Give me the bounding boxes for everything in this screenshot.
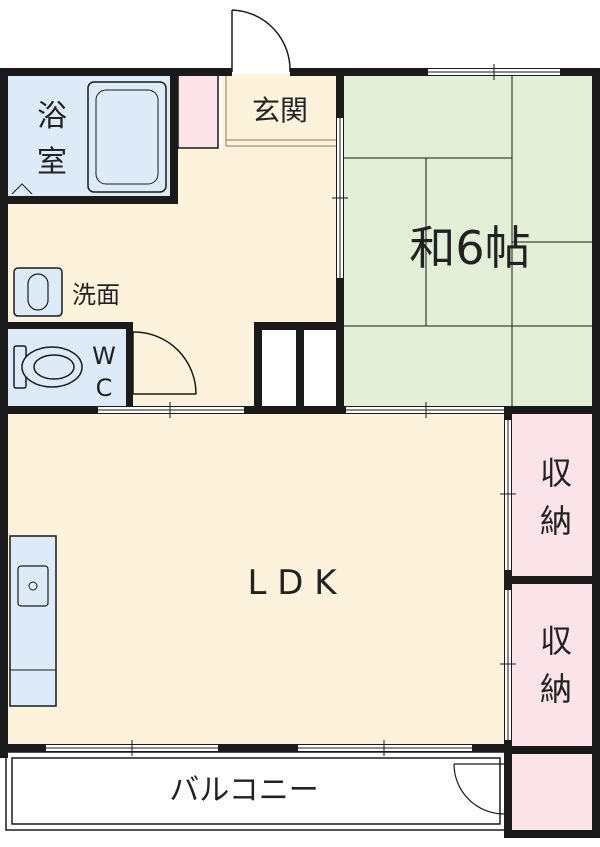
storage-2-label-1: 収 — [540, 622, 572, 660]
washroom-label: 洗面 — [72, 281, 120, 309]
wc-label-2: C — [96, 374, 113, 402]
bathtub — [87, 81, 167, 193]
kitchen-sink — [17, 565, 49, 607]
bath-label-2: 室 — [37, 145, 67, 180]
sliding-doors — [46, 64, 560, 756]
ldk-label: L D K — [247, 563, 338, 603]
balcony-storage — [512, 752, 592, 832]
bath-label-1: 浴 — [37, 99, 67, 134]
shoe-cabinet — [177, 73, 219, 149]
wc-door — [132, 331, 197, 395]
washitsu-label: 和6帖 — [409, 221, 530, 275]
balcony-railing — [5, 751, 507, 831]
kitchen-counter — [9, 535, 57, 707]
entrance-step — [225, 76, 336, 147]
entrance-floor — [222, 74, 338, 148]
wash-basin-bowl — [27, 273, 49, 311]
storage-1-floor — [512, 412, 592, 578]
wc-label-1: W — [92, 342, 116, 370]
balcony-label: バルコニー — [169, 773, 318, 808]
storage-2-floor — [512, 582, 592, 748]
sink-drain — [28, 581, 38, 591]
closet-slot-2 — [304, 330, 336, 406]
storage-1-label-1: 収 — [540, 454, 572, 492]
tatami-lines — [340, 74, 592, 410]
balcony-door — [453, 763, 505, 815]
storage-2-label-2: 納 — [540, 670, 572, 708]
toilet — [13, 345, 83, 389]
bath-drain-mark — [11, 183, 33, 195]
wash-basin — [13, 267, 63, 317]
closet-slot-1 — [262, 330, 296, 406]
bathtub-inner — [95, 89, 159, 185]
entrance-label: 玄関 — [252, 94, 308, 127]
ldk-floor — [8, 412, 508, 748]
storage-1-label-2: 納 — [540, 502, 572, 540]
entrance-door — [231, 9, 291, 73]
